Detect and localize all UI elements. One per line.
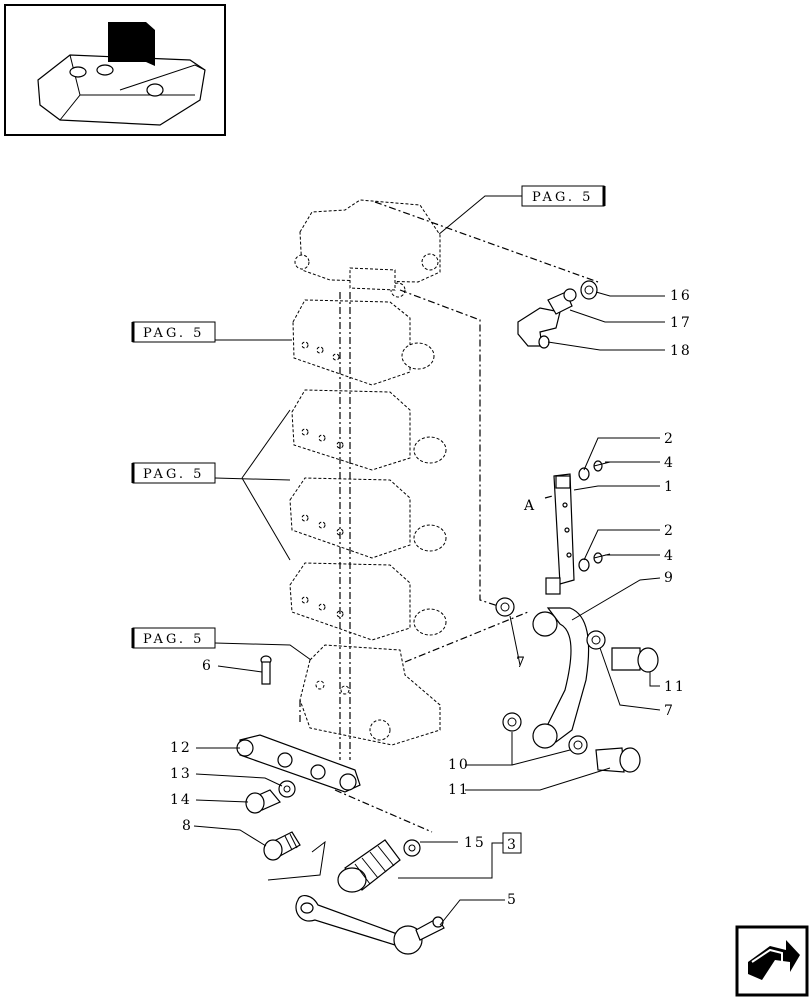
callout-15: 15 xyxy=(464,835,486,851)
svg-text:PAG. 5: PAG. 5 xyxy=(532,190,593,205)
callout-9: 9 xyxy=(664,570,675,586)
pag-label-left-1[interactable]: PAG. 5 xyxy=(131,321,216,343)
end-cover-ghost xyxy=(299,644,441,746)
pag-label-top[interactable]: PAG. 5 xyxy=(521,185,606,207)
banjo-bolt-lower[interactable] xyxy=(595,747,641,773)
view-mark: A xyxy=(523,498,536,514)
callout-7-right: 7 xyxy=(664,703,675,719)
next-page-arrow-icon[interactable] xyxy=(735,925,809,997)
svg-text:3: 3 xyxy=(507,837,518,853)
callout-4-lower: 4 xyxy=(664,548,675,564)
bellows[interactable] xyxy=(267,839,421,893)
elbow-fitting[interactable] xyxy=(517,280,598,349)
callout-16: 16 xyxy=(670,288,692,304)
bracket[interactable] xyxy=(545,460,611,595)
callout-2-lower: 2 xyxy=(664,523,675,539)
callout-4-upper: 4 xyxy=(664,455,675,471)
svg-text:PAG. 5: PAG. 5 xyxy=(143,632,204,647)
callout-6: 6 xyxy=(202,658,213,674)
callout-10: 10 xyxy=(448,757,470,773)
callout-11-upper: 11 xyxy=(664,679,686,695)
callout-5: 5 xyxy=(507,892,518,908)
callout-17: 17 xyxy=(670,315,692,331)
fitting[interactable] xyxy=(263,831,301,861)
screw[interactable] xyxy=(260,655,272,685)
link-plate[interactable] xyxy=(236,734,361,793)
callout-11-lower: 11 xyxy=(448,782,470,798)
pag-label-left-2[interactable]: PAG. 5 xyxy=(131,462,216,484)
svg-text:PAG. 5: PAG. 5 xyxy=(143,467,204,482)
banjo-bolt-upper[interactable] xyxy=(611,647,659,673)
thumbnail[interactable] xyxy=(4,4,226,136)
handle[interactable] xyxy=(295,895,445,955)
callout-2-upper: 2 xyxy=(664,431,675,447)
sheet-reference[interactable]: 3 xyxy=(398,832,522,879)
pipe[interactable] xyxy=(495,597,606,755)
callout-1: 1 xyxy=(664,479,675,495)
callout-12: 12 xyxy=(170,740,192,756)
callout-7-left: 7 xyxy=(516,655,527,671)
callout-18: 18 xyxy=(670,343,692,359)
valve-section-4 xyxy=(289,562,447,641)
valve-section-3 xyxy=(289,477,447,559)
top-cover-ghost xyxy=(294,199,441,298)
valve-section-2 xyxy=(291,389,447,471)
callout-8: 8 xyxy=(182,818,193,834)
plug[interactable] xyxy=(245,780,296,814)
callout-13: 13 xyxy=(170,766,192,782)
callout-14: 14 xyxy=(170,792,192,808)
hydraulic-lift-thumbnail-icon xyxy=(37,22,206,126)
valve-section-1 xyxy=(292,299,435,386)
pag-label-left-3[interactable]: PAG. 5 xyxy=(131,627,216,649)
callout-leaders xyxy=(193,291,665,926)
callout-labels: 16 17 18 2 4 1 2 4 9 11 7 7 10 11 6 12 1… xyxy=(170,288,692,908)
svg-text:PAG. 5: PAG. 5 xyxy=(143,326,204,341)
